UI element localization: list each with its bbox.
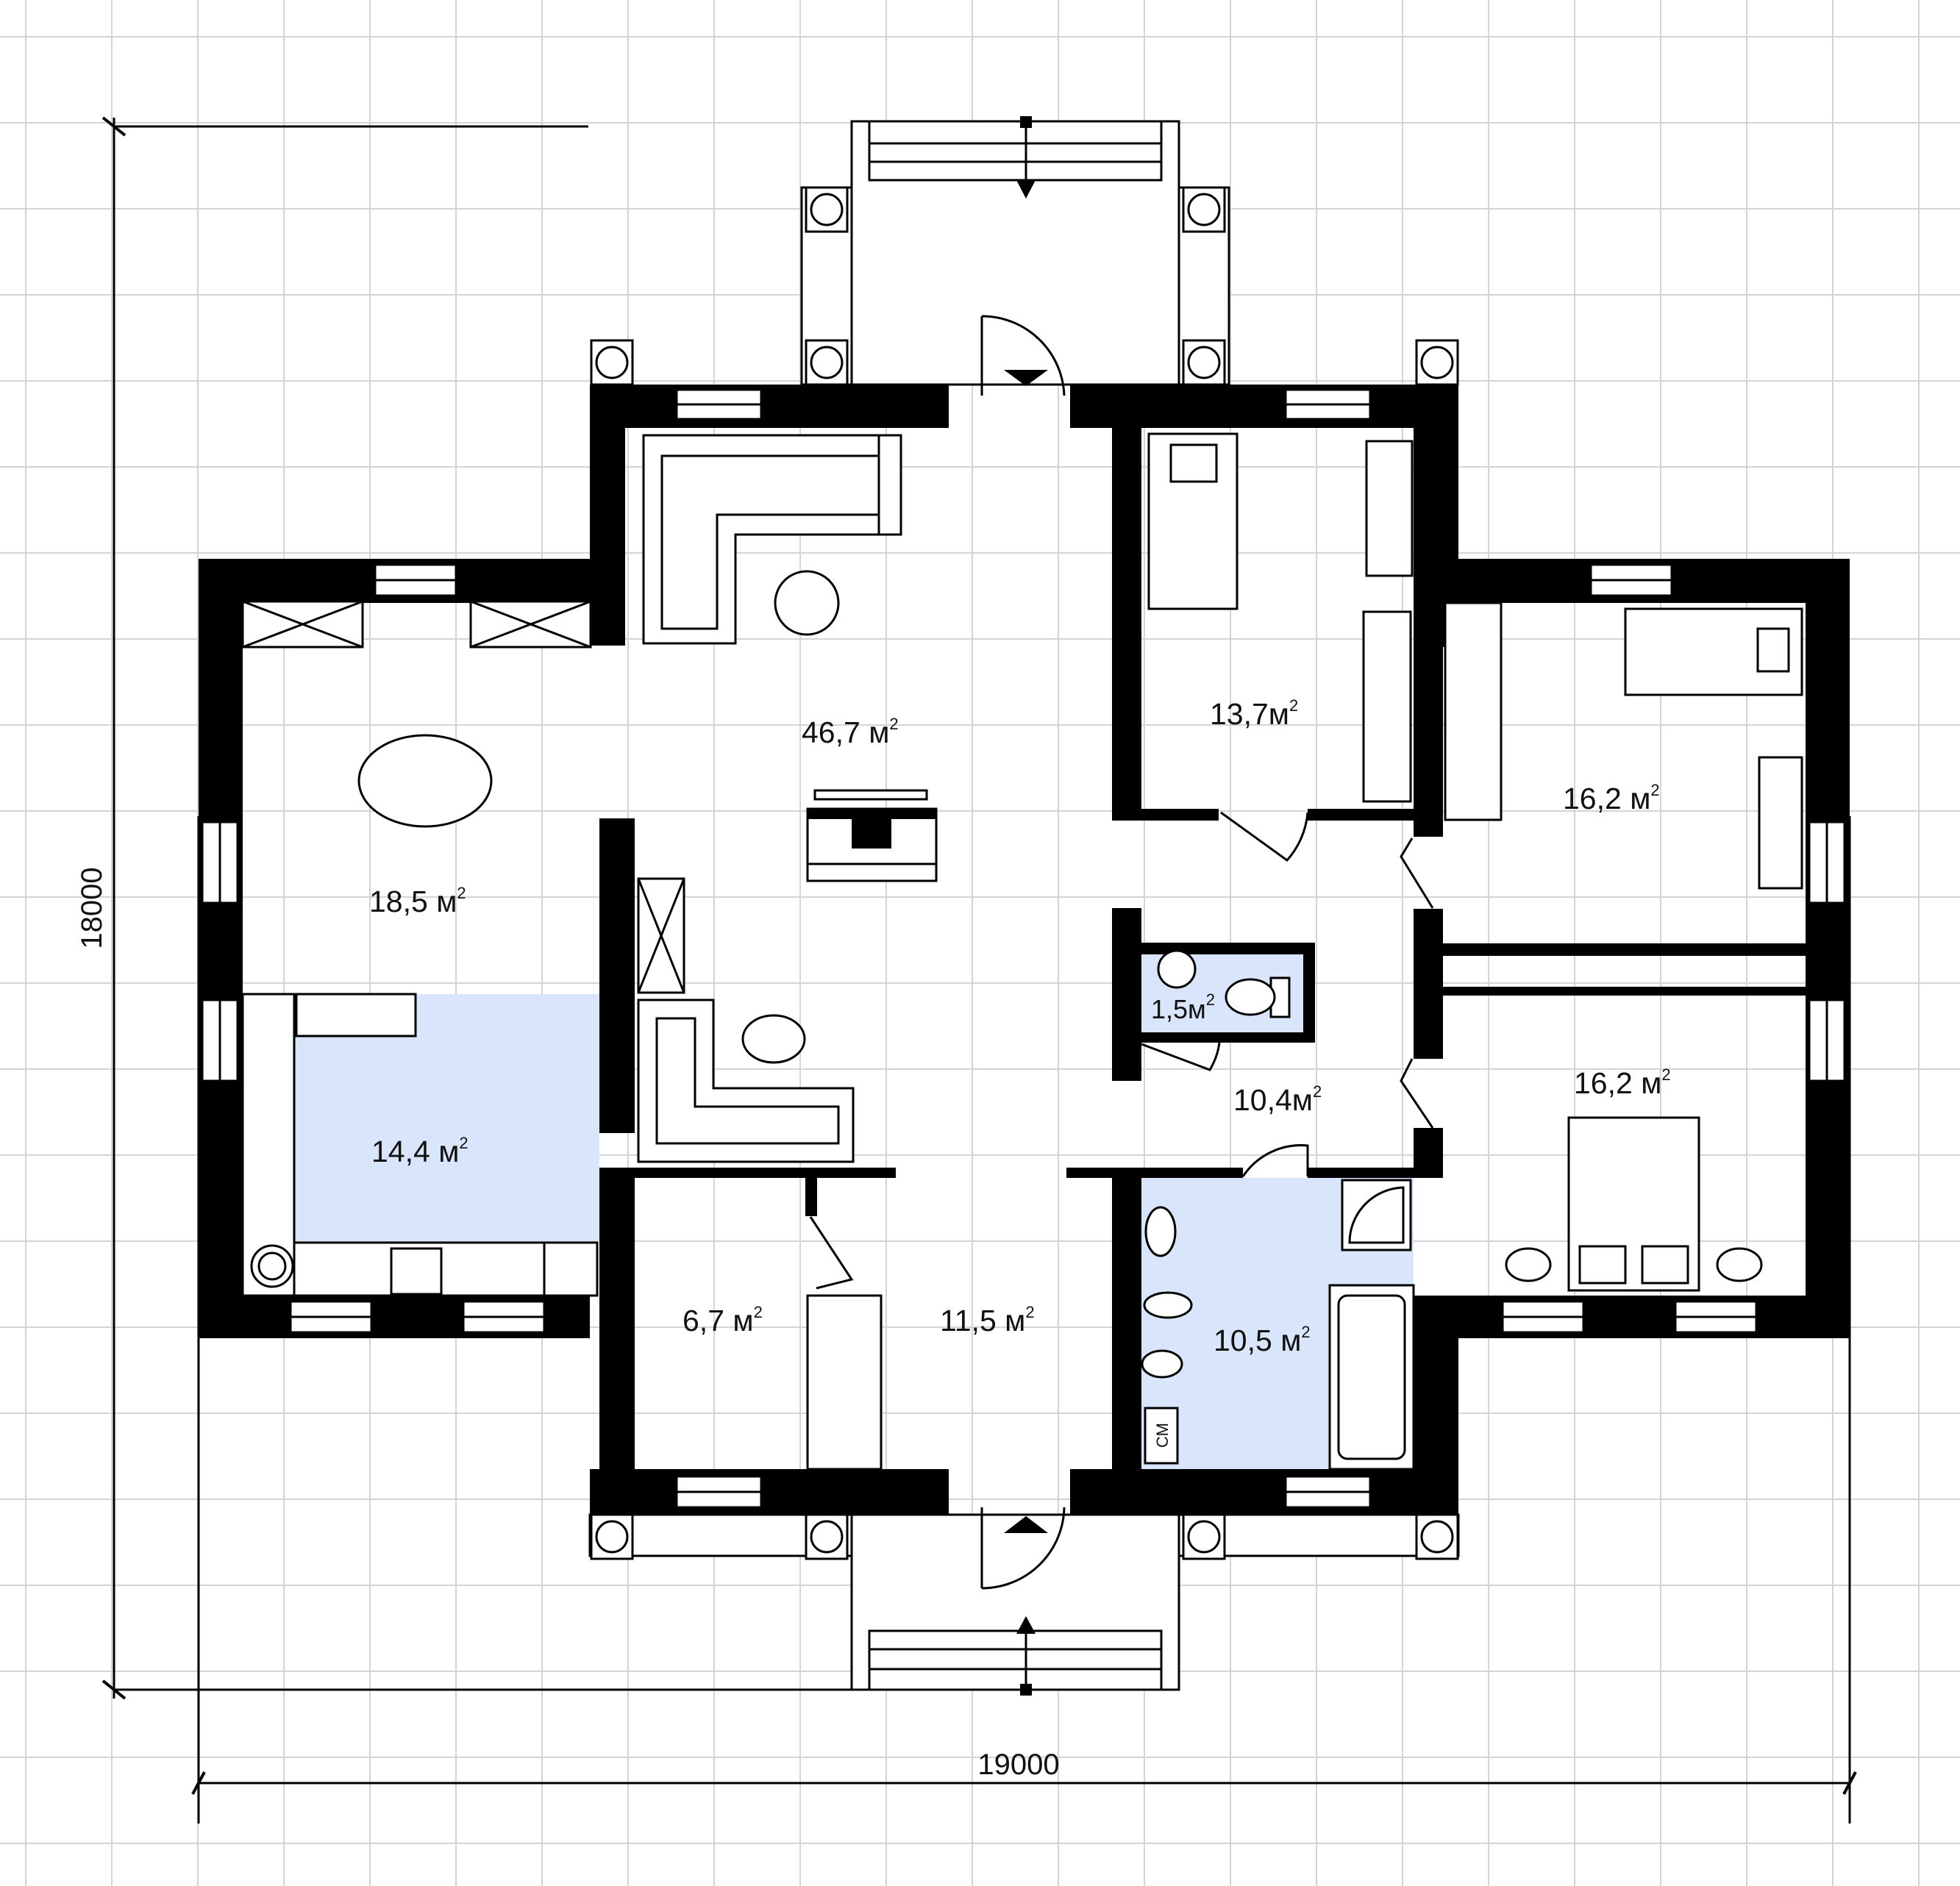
- column: [805, 1513, 849, 1560]
- column: [1415, 1513, 1459, 1560]
- coffee-table-top: [774, 570, 840, 636]
- front-porch: [800, 116, 1230, 386]
- window: [1808, 999, 1846, 1082]
- dimension-height: 18000: [76, 116, 1022, 1700]
- column: [1182, 339, 1226, 386]
- column: [590, 339, 634, 386]
- window: [462, 1300, 546, 1334]
- label-dining: 18,5 м2: [369, 884, 466, 918]
- washer-label: СМ: [1153, 1423, 1172, 1448]
- cooktop: [390, 1247, 443, 1296]
- window: [1284, 1475, 1372, 1509]
- columns: [590, 186, 1459, 1560]
- sofa-top: [642, 434, 902, 645]
- label-kitchen: 14,4 м2: [371, 1134, 468, 1168]
- window: [1501, 1300, 1585, 1334]
- height-dimension-label: 18000: [76, 867, 108, 949]
- tv: [813, 789, 928, 801]
- exterior-walls: [199, 385, 1850, 1515]
- label-bedroom2: 16,2 м2: [1563, 781, 1660, 815]
- desk-2: [1758, 756, 1803, 890]
- column: [805, 186, 849, 233]
- label-bathroom: 10,5 м2: [1214, 1323, 1311, 1357]
- column: [1182, 1513, 1226, 1560]
- room-labels: 46,7 м2 18,5 м2 14,4 м2 13,7м2 16,2 м2 1…: [369, 696, 1671, 1448]
- window: [675, 1475, 763, 1509]
- bathtub: [1328, 1284, 1415, 1471]
- label-hall: 10,4м2: [1233, 1082, 1322, 1117]
- column: [1415, 339, 1459, 386]
- window: [675, 388, 763, 421]
- column: [590, 1513, 634, 1560]
- label-wc: 1,5м2: [1151, 990, 1215, 1024]
- window: [1674, 1300, 1758, 1334]
- dining-table: [357, 734, 493, 828]
- label-living: 46,7 м2: [802, 715, 899, 749]
- window: [374, 563, 457, 597]
- label-bedroom1: 13,7м2: [1210, 696, 1298, 731]
- coffee-table-bottom: [741, 1014, 806, 1064]
- rear-porch: [588, 1513, 1460, 1696]
- window: [289, 1300, 373, 1334]
- column: [805, 339, 849, 386]
- desk-1: [1365, 440, 1414, 577]
- label-storage: 6,7 м2: [683, 1303, 763, 1337]
- windows: [201, 388, 1846, 1509]
- column: [1182, 186, 1226, 233]
- label-entrance: 11,5 м2: [940, 1303, 1035, 1337]
- label-bedroom3: 16,2 м2: [1574, 1065, 1671, 1100]
- window: [201, 999, 239, 1082]
- kitchen-sink: [250, 1244, 294, 1288]
- doors: [809, 315, 1434, 1590]
- window: [1589, 563, 1673, 597]
- window: [1808, 821, 1846, 904]
- window: [1284, 388, 1372, 421]
- furniture: [241, 432, 1803, 1471]
- window: [201, 821, 239, 904]
- sofa-bottom: [637, 999, 855, 1163]
- bed-1: [1147, 432, 1239, 610]
- width-dimension-label: 19000: [977, 1749, 1059, 1781]
